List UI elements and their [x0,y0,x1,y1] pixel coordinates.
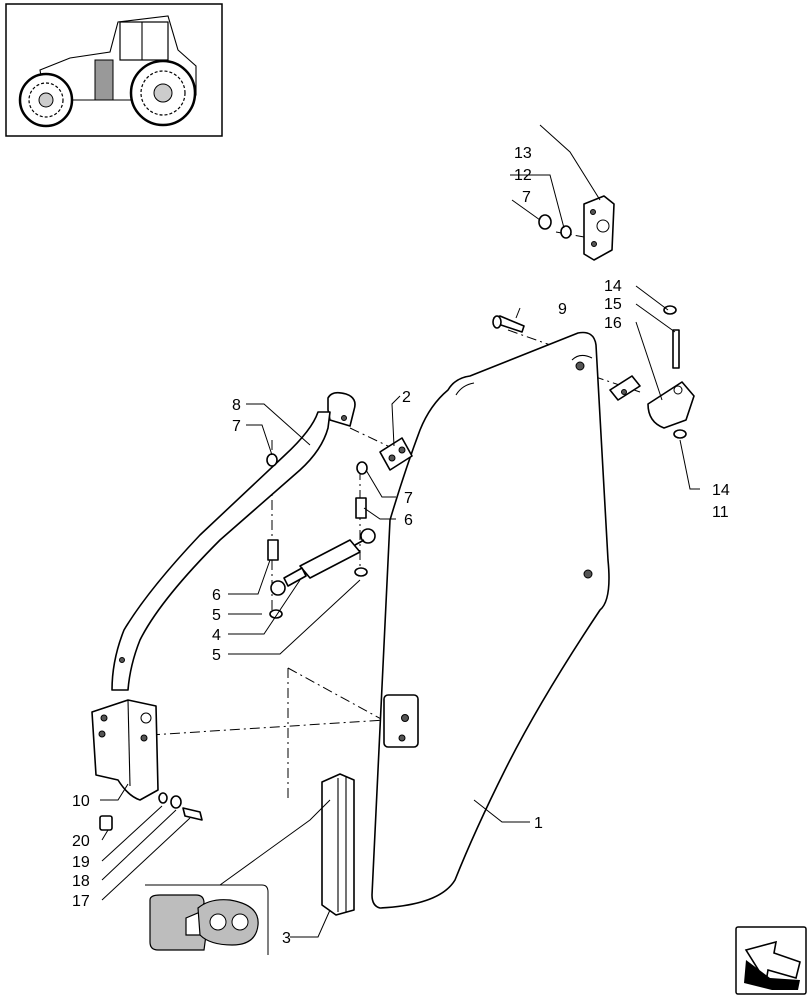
callout-4: 4 [212,627,221,644]
callout-14-bottom: 14 [712,482,730,499]
bolt-part-9 [492,315,525,333]
callout-16: 16 [604,315,622,332]
top-hinge-assembly [538,195,615,261]
callout-8: 8 [232,397,241,414]
hinge-bracket-part-10 [91,699,159,801]
leader-lines [100,124,700,938]
door-seal-part-3 [321,773,355,916]
callout-1: 1 [534,815,543,832]
tractor-icon [18,15,197,128]
callout-7-right: 7 [404,490,413,507]
callout-15: 15 [604,296,622,313]
side-hinge-assembly [609,305,695,439]
callout-5-upper: 5 [212,607,221,624]
gas-strut-part-4 [270,528,376,596]
callout-6-right: 6 [404,512,413,529]
handle-bar-part-8 [111,391,356,691]
callout-6-left: 6 [212,587,221,604]
next-page-arrow-icon[interactable] [735,926,807,995]
callout-20: 20 [72,833,90,850]
hinge-hardware [99,792,203,831]
callout-9: 9 [558,301,567,318]
callout-17: 17 [72,893,90,910]
tractor-thumbnail [5,3,223,137]
callout-7-top: 7 [522,189,531,206]
callout-2: 2 [402,389,411,406]
callout-14-top: 14 [604,278,622,295]
callout-3: 3 [282,930,291,947]
callout-19: 19 [72,854,90,871]
door-glass-panel [371,331,610,909]
callout-10: 10 [72,793,90,810]
callout-5-lower: 5 [212,647,221,664]
callout-13: 13 [514,145,532,162]
seal-cross-section [145,884,269,955]
callout-labels: 13 12 7 14 15 16 9 14 11 8 7 2 7 6 6 5 4… [72,145,730,947]
callout-7-left: 7 [232,418,241,435]
bracket-part-2 [379,437,413,471]
callout-11: 11 [712,504,729,521]
callout-12: 12 [514,167,532,184]
callout-18: 18 [72,873,90,890]
